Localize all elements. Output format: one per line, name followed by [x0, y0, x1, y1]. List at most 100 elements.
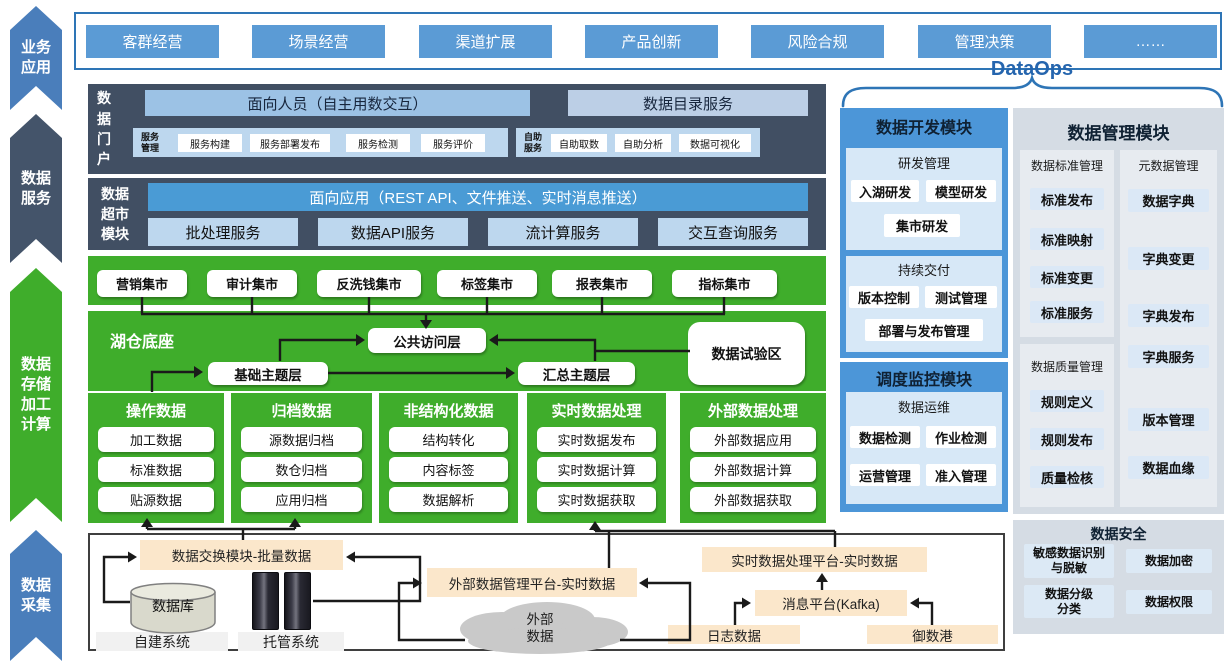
column-item: 应用归档	[241, 487, 362, 512]
service-mgmt-label: 服务 管理	[140, 132, 159, 153]
service-build-box: 服务构建	[178, 134, 242, 152]
column-title: 归档数据	[271, 402, 332, 420]
column-item: 贴源数据	[98, 487, 214, 512]
external-data-cloud-label: 外部 数据	[526, 612, 554, 644]
column-item: 实时数据获取	[537, 487, 656, 512]
self-built-system-label: 自建系统	[96, 632, 228, 651]
sensitive-data-box: 敏感数据识别 与脱敏	[1024, 544, 1114, 578]
banner-data-storage-compute: 数据 存储 加工 计算	[10, 268, 62, 522]
standard-mgmt-label: 数据标准管理	[1030, 158, 1103, 173]
data-lineage-box: 数据血缘	[1128, 456, 1209, 479]
batch-exchange-box: 数据交换模块-批量数据	[140, 540, 343, 570]
data-api-service-box: 数据API服务	[318, 218, 468, 246]
standard-change-box: 标准变更	[1030, 266, 1104, 288]
rule-publish-box: 规则发布	[1030, 428, 1104, 450]
banner-data-collection: 数据 采集	[10, 530, 62, 661]
sched-section-ops-label: 数据运维	[897, 399, 950, 415]
mart-indicator: 指标集市	[672, 270, 777, 297]
version-control-box: 版本控制	[849, 286, 919, 308]
column-item: 内容标签	[389, 457, 508, 482]
base-theme-layer: 基础主题层	[208, 362, 328, 385]
data-port-box: 御数港	[867, 625, 998, 644]
dict-service-box: 字典服务	[1128, 345, 1209, 368]
app-channel-expansion: 渠道扩展	[419, 25, 552, 58]
app-product-innovation: 产品创新	[585, 25, 718, 58]
self-fetch-box: 自助取数	[551, 134, 607, 152]
column-title: 实时数据处理	[551, 402, 642, 420]
data-check-box: 数据检测	[850, 426, 920, 448]
person-facing-box: 面向人员（自主用数交互）	[145, 90, 530, 116]
quality-check-box: 质量检核	[1030, 466, 1104, 488]
column-title: 操作数据	[125, 402, 186, 420]
standard-service-box: 标准服务	[1030, 301, 1104, 323]
dev-module-title: 数据开发模块	[875, 120, 972, 137]
mgmt-module-title: 数据管理模块	[1067, 123, 1170, 143]
service-eval-box: 服务评价	[421, 134, 485, 152]
dev-section-rd-label: 研发管理	[897, 155, 950, 171]
dataops-title: DataOps	[990, 57, 1074, 80]
job-check-box: 作业检测	[926, 426, 996, 448]
standard-publish-box: 标准发布	[1030, 188, 1104, 210]
ops-mgmt-box: 运营管理	[850, 464, 920, 486]
server-icon	[284, 572, 311, 630]
standard-mapping-box: 标准映射	[1030, 228, 1104, 250]
column-item: 源数据归档	[241, 427, 362, 452]
interactive-query-service-box: 交互查询服务	[658, 218, 808, 246]
banner-business-apps: 业务 应用	[10, 6, 62, 110]
realtime-platform-box: 实时数据处理平台-实时数据	[702, 547, 927, 572]
column-item: 数仓归档	[241, 457, 362, 482]
data-permission-box: 数据权限	[1126, 590, 1212, 614]
model-rd-box: 模型研发	[926, 180, 996, 202]
metadata-mgmt-label: 元数据管理	[1138, 158, 1199, 173]
service-check-box: 服务检测	[346, 134, 410, 152]
service-deploy-box: 服务部署发布	[250, 134, 330, 152]
data-encryption-box: 数据加密	[1126, 549, 1212, 573]
data-sandbox: 数据试验区	[688, 322, 805, 385]
external-platform-box: 外部数据管理平台-实时数据	[427, 568, 637, 597]
data-mart-module-title: 数据 超市 模块	[101, 185, 129, 243]
column-item: 实时数据计算	[537, 457, 656, 482]
column-item: 标准数据	[98, 457, 214, 482]
kafka-box: 消息平台(Kafka)	[755, 590, 907, 616]
server-icon	[252, 572, 279, 630]
sched-module-title: 调度监控模块	[875, 372, 972, 389]
data-dictionary-box: 数据字典	[1128, 189, 1209, 212]
column-item: 外部数据应用	[690, 427, 816, 452]
app-facing-box: 面向应用（REST API、文件推送、实时消息推送）	[148, 183, 808, 211]
self-service-label: 自助 服务	[523, 132, 542, 153]
app-management-decision: 管理决策	[918, 25, 1051, 58]
version-mgmt-box: 版本管理	[1128, 408, 1209, 431]
access-mgmt-box: 准入管理	[926, 464, 996, 486]
quality-mgmt-label: 数据质量管理	[1030, 359, 1103, 374]
app-customer-ops: 客群经营	[86, 25, 219, 58]
security-title: 数据安全	[1090, 526, 1147, 542]
data-classification-box: 数据分级 分类	[1024, 585, 1114, 618]
log-data-box: 日志数据	[668, 625, 800, 644]
dict-change-box: 字典变更	[1128, 247, 1209, 270]
dev-section-cd-label: 持续交付	[897, 262, 950, 278]
database-label: 数据库	[152, 598, 194, 614]
column-item: 外部数据获取	[690, 487, 816, 512]
mart-label: 标签集市	[437, 270, 537, 297]
data-visualization-box: 数据可视化	[679, 134, 751, 152]
app-more: ……	[1084, 25, 1217, 58]
banner-data-services: 数据 服务	[10, 114, 62, 263]
column-title: 外部数据处理	[707, 402, 798, 420]
column-item: 外部数据计算	[690, 457, 816, 482]
lakehouse-title: 湖仓底座	[109, 334, 174, 351]
column-item: 加工数据	[98, 427, 214, 452]
column-item: 数据解析	[389, 487, 508, 512]
mart-aml: 反洗钱集市	[317, 270, 421, 297]
column-item: 结构转化	[389, 427, 508, 452]
data-portal-title: 数 据 门 户	[97, 90, 111, 168]
mart-marketing: 营销集市	[97, 270, 187, 297]
self-analysis-box: 自助分析	[615, 134, 671, 152]
stream-service-box: 流计算服务	[488, 218, 638, 246]
mart-report: 报表集市	[552, 270, 652, 297]
hosted-system-label: 托管系统	[238, 632, 344, 651]
lake-rd-box: 入湖研发	[851, 180, 919, 202]
mart-audit: 审计集市	[207, 270, 297, 297]
summary-theme-layer: 汇总主题层	[518, 362, 635, 385]
batch-service-box: 批处理服务	[148, 218, 298, 246]
